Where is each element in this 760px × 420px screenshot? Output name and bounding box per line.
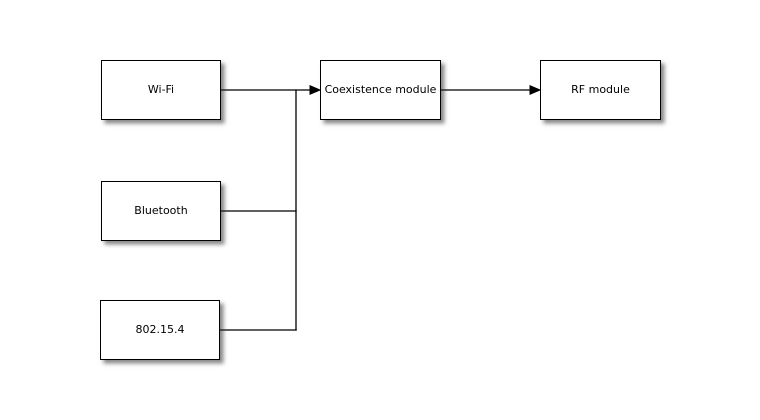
node-wifi-label: Wi-Fi bbox=[147, 82, 175, 96]
node-bluetooth: Bluetooth bbox=[101, 181, 221, 241]
node-coexistence-module-label: Coexistence module bbox=[324, 82, 437, 96]
node-wifi: Wi-Fi bbox=[101, 60, 221, 120]
node-coexistence-module: Coexistence module bbox=[320, 60, 441, 120]
node-802-15-4: 802.15.4 bbox=[100, 300, 220, 360]
arrowhead-coexistence-input-icon bbox=[309, 84, 322, 96]
node-rf-module: RF module bbox=[540, 60, 661, 120]
node-802-15-4-label: 802.15.4 bbox=[135, 322, 185, 336]
node-rf-module-label: RF module bbox=[571, 82, 630, 96]
arrowhead-rf-input-icon bbox=[529, 84, 542, 96]
node-bluetooth-label: Bluetooth bbox=[134, 203, 188, 217]
